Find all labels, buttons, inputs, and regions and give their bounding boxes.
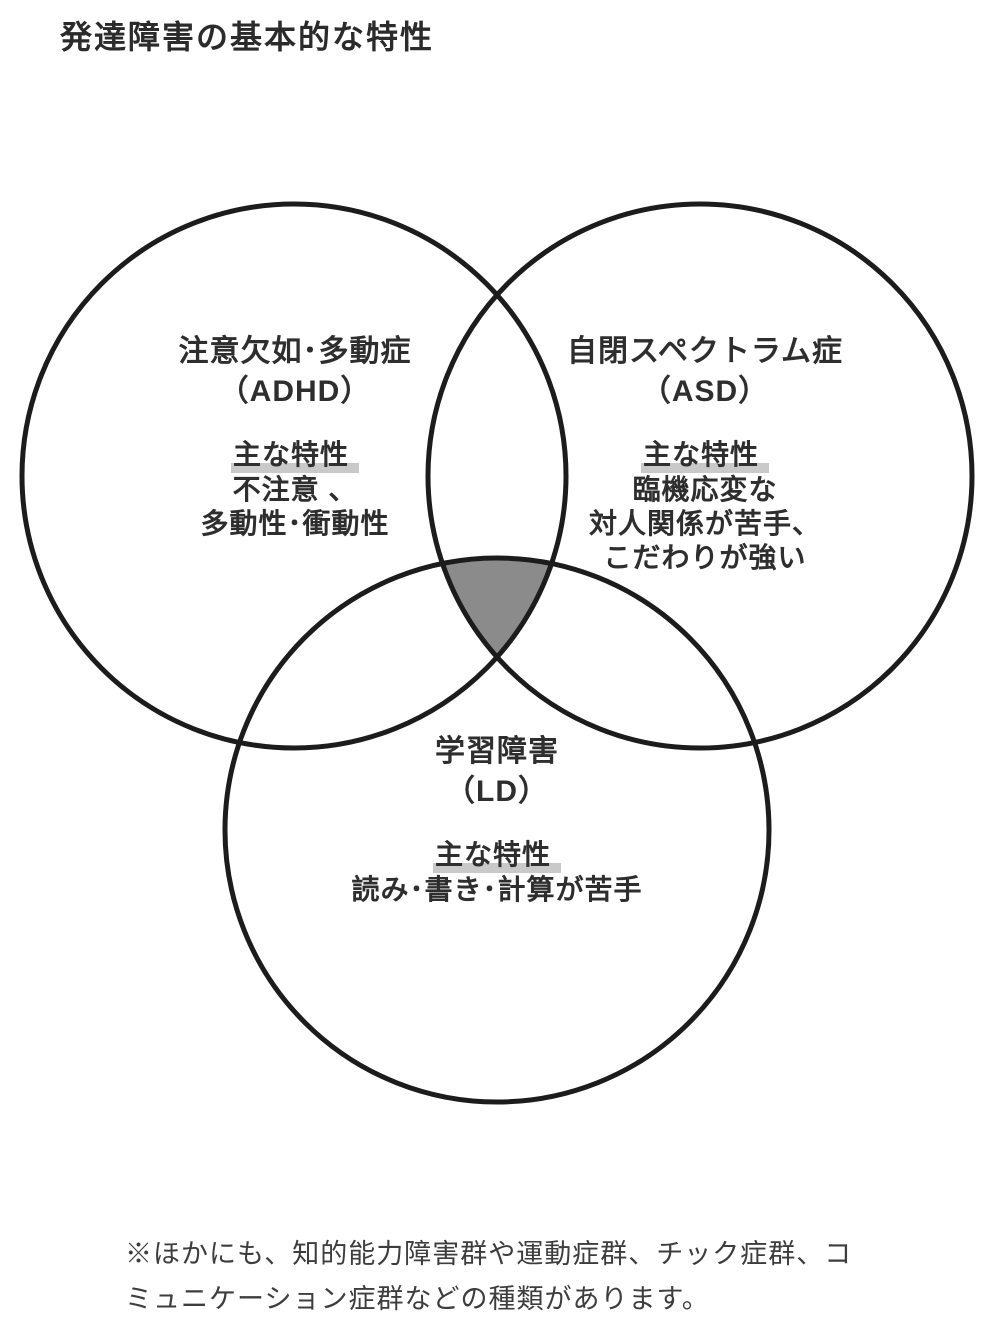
asd-trait-line: 臨機応変な xyxy=(632,474,778,505)
ld-traits: 主な特性 読み･書き･計算が苦手 xyxy=(307,838,687,907)
adhd-circle-outline xyxy=(19,201,569,751)
adhd-trait-line: 不注意 、 xyxy=(232,474,358,505)
adhd-label-block: 注意欠如･多動症 （ADHD） 主な特性 不注意 、 多動性･衝動性 xyxy=(105,332,485,541)
asd-trait-line: 対人関係が苦手、 xyxy=(588,508,821,539)
footnote: ※ほかにも、知的能力障害群や運動症群、チック症群、コ ミュニケーション症群などの… xyxy=(125,1232,925,1322)
ld-abbr: （LD） xyxy=(445,775,549,808)
adhd-traits: 主な特性 不注意 、 多動性･衝動性 xyxy=(105,438,485,541)
ld-label-block: 学習障害 （LD） 主な特性 読み･書き･計算が苦手 xyxy=(307,732,687,907)
asd-abbr: （ASD） xyxy=(640,375,770,408)
ld-traits-heading: 主な特性 xyxy=(432,838,561,873)
adhd-name: 注意欠如･多動症 xyxy=(178,335,412,368)
adhd-trait-line: 多動性･衝動性 xyxy=(200,508,390,539)
ld-trait-line: 読み･書き･計算が苦手 xyxy=(351,874,643,905)
asd-label-block: 自閉スペクトラム症 （ASD） 主な特性 臨機応変な 対人関係が苦手、 こだわり… xyxy=(515,332,895,575)
asd-traits-heading: 主な特性 xyxy=(640,438,769,473)
footnote-line: ※ほかにも、知的能力障害群や運動症群、チック症群、コ xyxy=(125,1239,853,1269)
ld-name: 学習障害 xyxy=(435,735,559,768)
adhd-traits-heading: 主な特性 xyxy=(230,438,359,473)
asd-circle-outline xyxy=(425,201,975,751)
adhd-abbr: （ADHD） xyxy=(218,375,372,408)
footnote-line: ミュニケーション症群などの種類があります。 xyxy=(125,1284,710,1314)
ld-circle-outline xyxy=(222,555,772,1105)
page-title: 発達障害の基本的な特性 xyxy=(60,19,435,55)
asd-name: 自閉スペクトラム症 xyxy=(567,335,843,368)
asd-traits: 主な特性 臨機応変な 対人関係が苦手、 こだわりが強い xyxy=(515,438,895,575)
asd-trait-line: こだわりが強い xyxy=(603,542,807,573)
